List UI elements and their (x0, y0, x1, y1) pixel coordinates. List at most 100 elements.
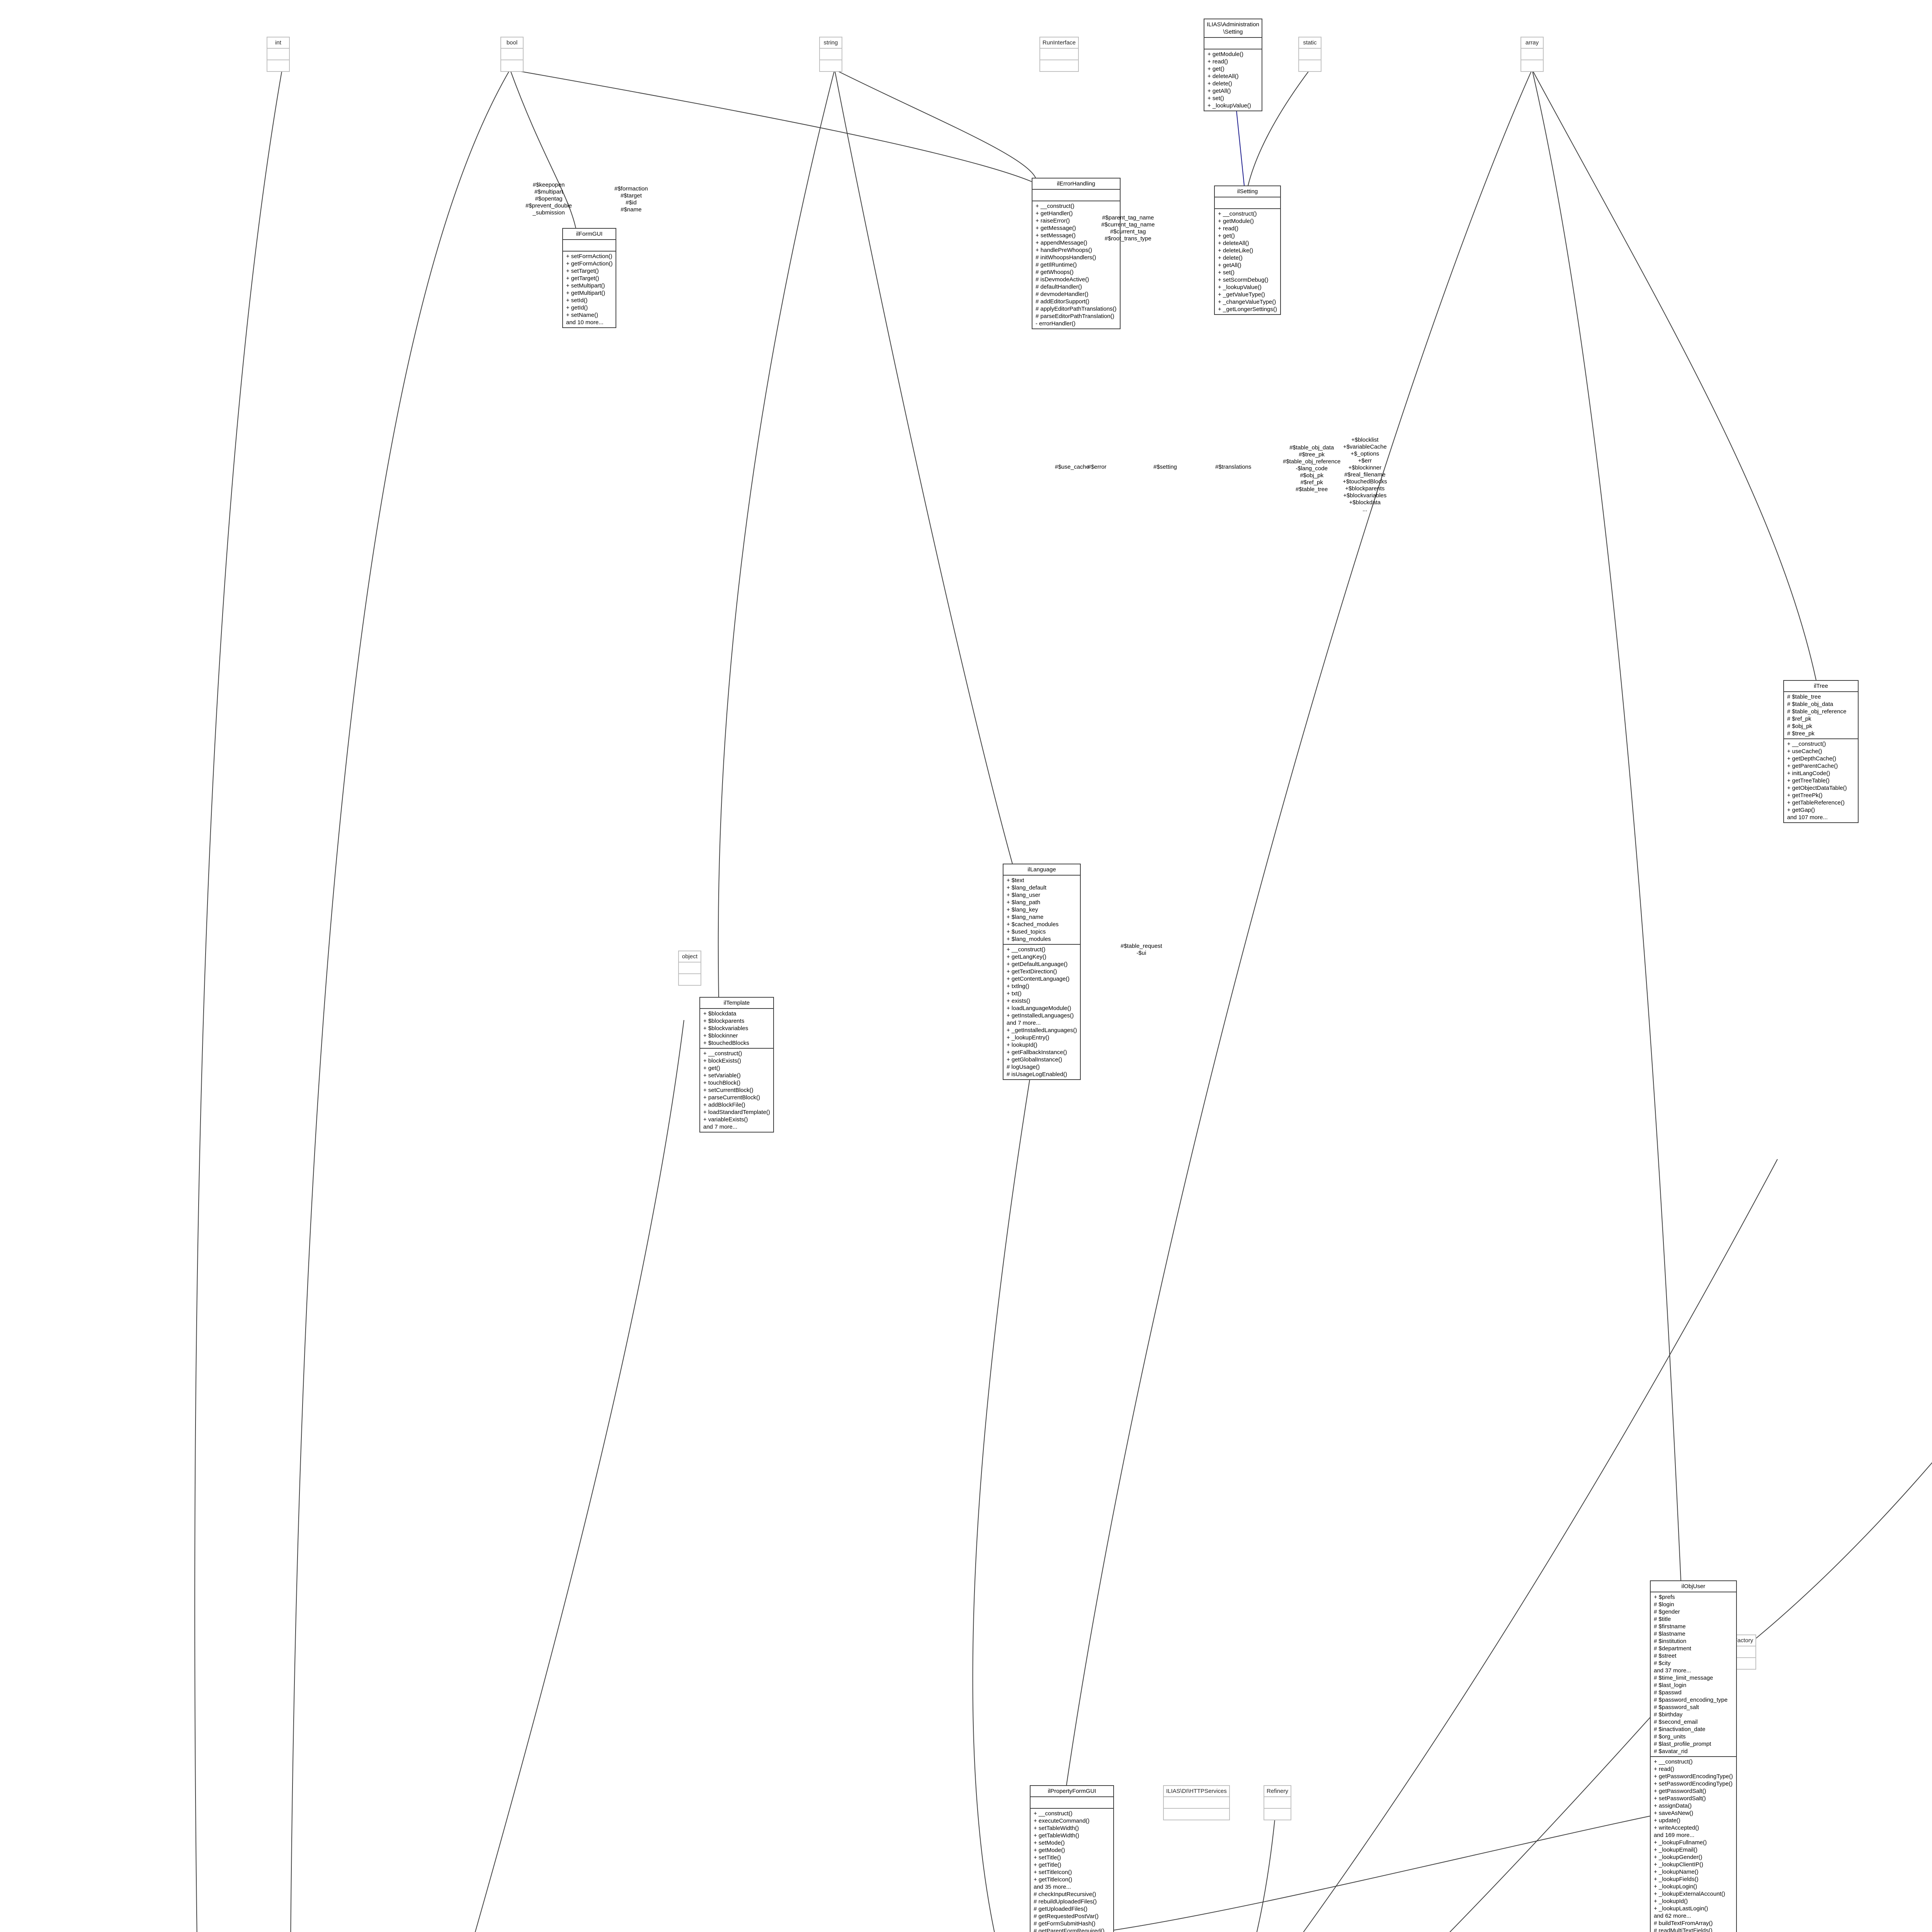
type-box[interactable]: bool (500, 37, 524, 72)
operations-section (1264, 1809, 1291, 1820)
attribute: # $title (1654, 1616, 1671, 1622)
attribute: # $last_login (1654, 1682, 1687, 1689)
operation: + read() (1218, 225, 1238, 232)
operation: + _lookupEmail() (1654, 1847, 1697, 1853)
type-box[interactable]: array (1520, 37, 1544, 72)
type-box[interactable]: string (819, 37, 842, 72)
attribute: and 37 more... (1654, 1667, 1691, 1674)
attribute: # $last_profile_prompt (1654, 1741, 1711, 1747)
class-box-template[interactable]: ilTemplate+ $blockdata+ $blockparents+ $… (699, 997, 774, 1133)
operation: + deleteAll() (1208, 73, 1239, 80)
operation: + setName() (566, 312, 598, 318)
attribute: + $touchedBlocks (703, 1040, 749, 1046)
edge-label: #$table_request -$ui (1121, 943, 1162, 956)
operation: + getHandler() (1036, 210, 1073, 217)
operation: + getFormAction() (566, 260, 613, 267)
operation: + setMessage() (1036, 232, 1076, 239)
operation: + get() (1218, 233, 1235, 239)
operations-section: + __construct()+ executeCommand()+ setTa… (1031, 1809, 1113, 1932)
operation: + getLangKey() (1007, 954, 1046, 960)
operation: + setPasswordSalt() (1654, 1795, 1706, 1802)
class-name: ilObjUser (1651, 1581, 1736, 1592)
operation: + getTreeTable() (1787, 777, 1830, 784)
operation: + getPasswordSalt() (1654, 1788, 1706, 1794)
attribute: # $lastname (1654, 1631, 1685, 1637)
attributes-section (1521, 49, 1543, 60)
operation: + appendMessage() (1036, 240, 1087, 246)
operation: + delete() (1208, 80, 1232, 87)
type-box[interactable]: Refinery (1264, 1785, 1291, 1820)
operation: + setFormAction() (566, 253, 612, 260)
attribute: # $org_units (1654, 1733, 1686, 1740)
operation: and 107 more... (1787, 814, 1828, 821)
operation: + exists() (1007, 998, 1031, 1004)
operation: + setPasswordEncodingType() (1654, 1781, 1733, 1787)
operation: # readMultiTextFields() (1654, 1927, 1713, 1932)
operation: # isUsageLogEnabled() (1007, 1071, 1067, 1078)
operation: and 62 more... (1654, 1913, 1691, 1919)
attribute: + $text (1007, 877, 1024, 884)
operation: + _lookupName() (1654, 1869, 1699, 1875)
class-box-error-handling[interactable]: ilErrorHandling+ __construct()+ getHandl… (1032, 178, 1121, 329)
type-box[interactable]: object (678, 951, 701, 986)
type-box[interactable]: RunInterface (1039, 37, 1079, 72)
operation: # getWhoops() (1036, 269, 1074, 276)
operation: + addBlockFile() (703, 1102, 745, 1108)
operation: + deleteAll() (1218, 240, 1249, 247)
attribute: + $lang_path (1007, 899, 1041, 906)
operation: + loadLanguageModule() (1007, 1005, 1071, 1012)
operation: + getMessage() (1036, 225, 1076, 231)
attribute: # $second_email (1654, 1719, 1698, 1725)
operation: + getObjectDataTable() (1787, 785, 1847, 791)
class-name: ilLanguage (1003, 864, 1080, 876)
attribute: + $lang_user (1007, 892, 1041, 898)
attributes-section (1299, 49, 1321, 60)
operation: and 35 more... (1034, 1884, 1071, 1890)
class-name: ilTree (1784, 681, 1858, 692)
class-box-user[interactable]: ilObjUser+ $prefs# $login# $gender# $tit… (1650, 1580, 1737, 1932)
type-name: bool (501, 37, 523, 49)
operations-section (820, 60, 842, 71)
type-box[interactable]: static (1298, 37, 1321, 72)
operation: + __construct() (1007, 946, 1046, 953)
attribute: # $obj_pk (1787, 723, 1813, 730)
class-name: ilSetting (1215, 186, 1281, 197)
class-box-admin-setting[interactable]: ILIAS\Administration \Setting+ getModule… (1204, 19, 1262, 111)
operation: and 7 more... (703, 1124, 738, 1130)
type-name: RunInterface (1040, 37, 1078, 49)
operation: + _lookupLogin() (1654, 1883, 1697, 1890)
class-name: ilFormGUI (563, 229, 616, 240)
edge-label: +$blocklist +$variableCache +$_options +… (1343, 437, 1387, 513)
class-box-language[interactable]: ilLanguage+ $text+ $lang_default+ $lang_… (1003, 864, 1081, 1080)
operation: + _getInstalledLanguages() (1007, 1027, 1077, 1034)
operation: + setTitle() (1034, 1854, 1061, 1861)
edge-label: #$table_obj_data #$tree_pk #$table_obj_r… (1283, 444, 1341, 493)
operation: + _lookupExternalAccount() (1654, 1891, 1725, 1897)
class-box-property-form[interactable]: ilPropertyFormGUI+ __construct()+ execut… (1030, 1785, 1114, 1932)
operation: + txt() (1007, 990, 1022, 997)
class-box-form[interactable]: ilFormGUI + setFormAction()+ getFormActio… (562, 228, 617, 328)
attributes-section (501, 49, 523, 60)
operation: + update() (1654, 1817, 1680, 1824)
operation: + setMultipart() (566, 282, 605, 289)
attribute: + $blockparents (703, 1018, 745, 1024)
type-box[interactable]: int (267, 37, 290, 72)
attribute: + $lang_name (1007, 914, 1044, 920)
operation: + getTextDirection() (1007, 968, 1057, 975)
operation: + getMultipart() (566, 290, 605, 296)
class-box-tree[interactable]: ilTree# $table_tree# $table_obj_data# $t… (1783, 680, 1859, 823)
attribute: # $gender (1654, 1609, 1680, 1615)
attribute: + $lang_modules (1007, 936, 1051, 942)
class-box-setting[interactable]: ilSetting+ __construct()+ getModule()+ r… (1214, 185, 1281, 315)
operations-section (267, 60, 289, 71)
edge-label: #$formaction #$target #$id #$name (614, 185, 648, 213)
attribute: # $birthday (1654, 1711, 1683, 1718)
attribute: # $department (1654, 1645, 1691, 1652)
type-box[interactable]: ILIAS\DI\HTTPServices (1163, 1785, 1230, 1820)
attributes-section: + $prefs# $login# $gender# $title# $firs… (1651, 1592, 1736, 1757)
attributes-section (1040, 49, 1078, 60)
type-name: ILIAS\DI\HTTPServices (1164, 1786, 1229, 1797)
operation: + _lookupGender() (1654, 1854, 1702, 1861)
attribute: + $prefs (1654, 1594, 1675, 1600)
